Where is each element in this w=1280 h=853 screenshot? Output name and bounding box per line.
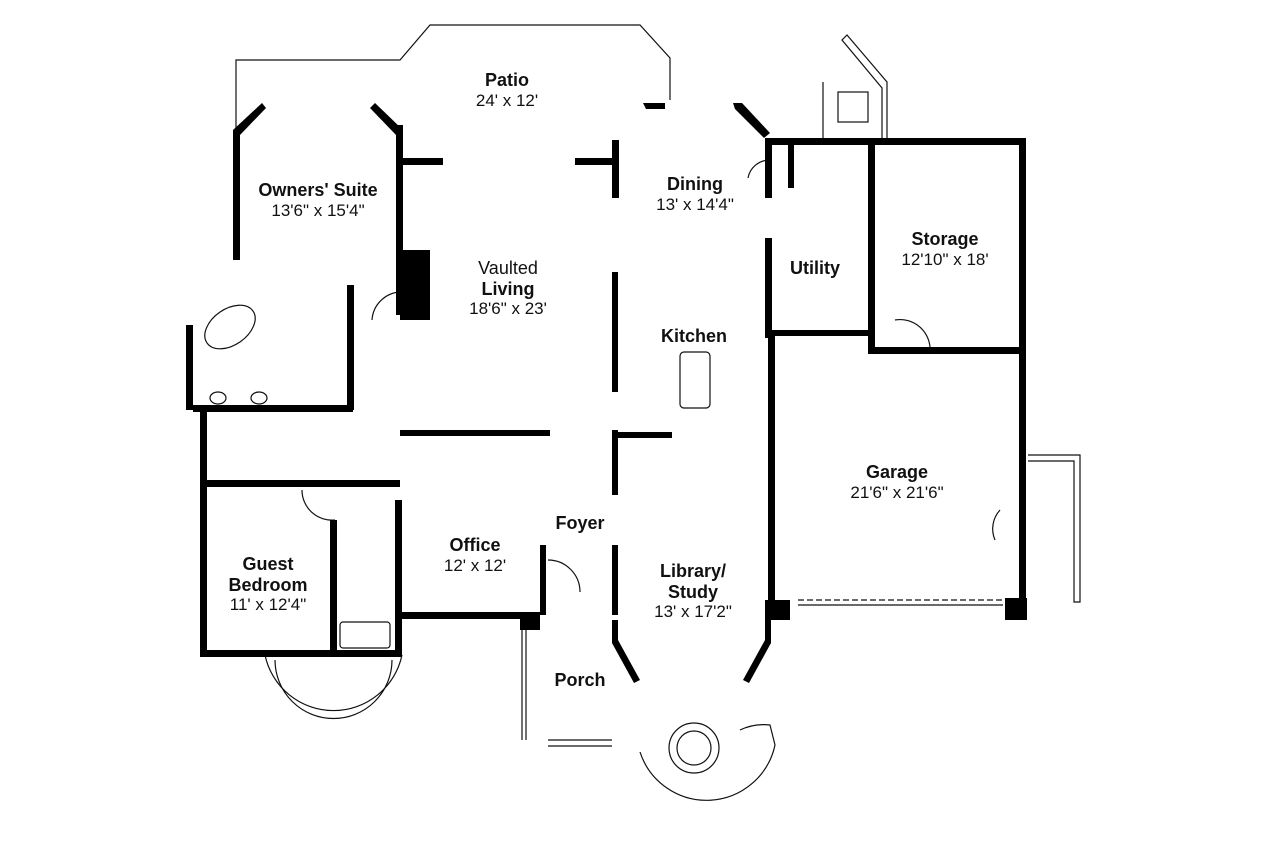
room-label-living: Vaulted Living 18'6" x 23' bbox=[469, 258, 547, 319]
room-dims: 11' x 12'4" bbox=[229, 595, 307, 615]
room-label-kitchen: Kitchen bbox=[661, 326, 727, 347]
room-dims: 13'6" x 15'4" bbox=[271, 200, 365, 220]
patio-outline bbox=[235, 24, 671, 260]
room-label-utility: Utility bbox=[790, 258, 840, 279]
room-dims: 18'6" x 23' bbox=[469, 299, 547, 319]
room-label-owners-suite: Owners' Suite 13'6" x 15'4" bbox=[258, 180, 377, 220]
room-name-line-1: Guest bbox=[242, 554, 294, 574]
room-dims: 21'6" x 21'6" bbox=[850, 482, 944, 502]
room-name: Porch bbox=[554, 670, 606, 690]
room-label-storage: Storage 12'10" x 18' bbox=[901, 229, 988, 269]
room-dims: 24' x 12' bbox=[475, 90, 539, 110]
room-name-line-1: Library/ bbox=[659, 561, 727, 581]
room-label-patio: Patio 24' x 12' bbox=[476, 70, 538, 110]
room-name: Garage bbox=[865, 462, 929, 482]
room-label-porch: Porch bbox=[554, 670, 605, 691]
room-name: Storage bbox=[911, 229, 979, 249]
room-label-office: Office 12' x 12' bbox=[444, 535, 506, 575]
room-name: Utility bbox=[789, 258, 841, 278]
room-prefix: Vaulted bbox=[478, 258, 538, 278]
room-dims: 13' x 17'2" bbox=[654, 602, 732, 622]
room-dims: 12'10" x 18' bbox=[901, 249, 989, 269]
room-name: Office bbox=[449, 535, 501, 555]
room-name: Patio bbox=[484, 70, 530, 90]
room-label-library-study: Library/ Study 13' x 17'2" bbox=[654, 561, 732, 622]
room-name: Living bbox=[481, 278, 535, 299]
room-name: Dining bbox=[667, 174, 723, 194]
walls bbox=[186, 103, 1027, 683]
room-dims: 13' x 14'4" bbox=[656, 194, 734, 214]
room-name: Kitchen bbox=[660, 326, 728, 346]
room-name: Owners' Suite bbox=[258, 180, 378, 200]
room-label-foyer: Foyer bbox=[555, 513, 604, 534]
room-name-line-2: Bedroom bbox=[228, 574, 308, 595]
room-name: Foyer bbox=[555, 513, 605, 533]
room-label-dining: Dining 13' x 14'4" bbox=[656, 174, 734, 214]
room-label-guest-bedroom: Guest Bedroom 11' x 12'4" bbox=[228, 554, 307, 615]
room-dims: 12' x 12' bbox=[443, 555, 507, 575]
room-name-line-2: Study bbox=[667, 581, 718, 602]
room-label-garage: Garage 21'6" x 21'6" bbox=[850, 462, 943, 502]
